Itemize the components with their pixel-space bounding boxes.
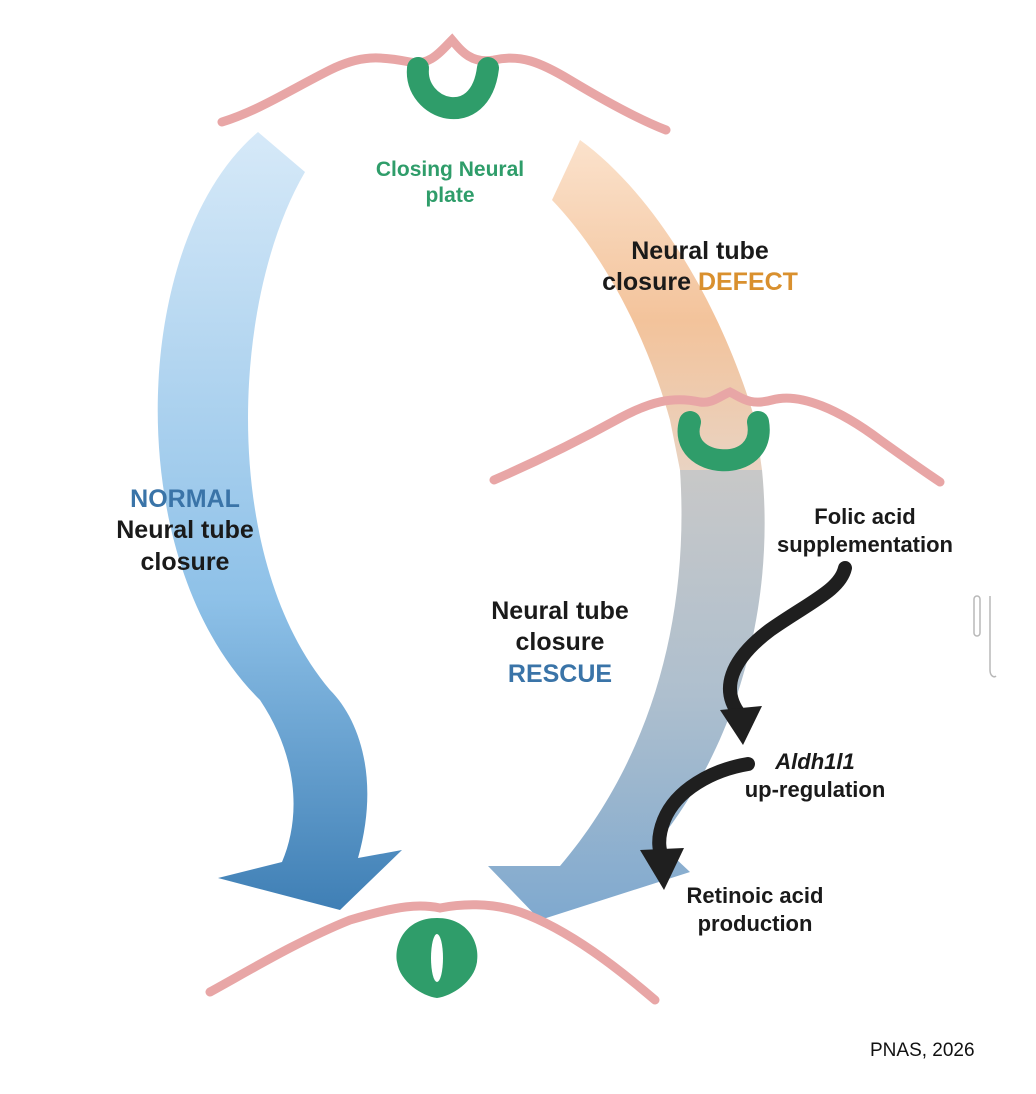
folic-acid-label: Folic acid supplementation <box>745 503 985 558</box>
rescue-arrow <box>488 470 765 920</box>
aldh1l1-label: Aldh1l1 up-regulation <box>700 748 930 803</box>
normal-line-3: closure <box>140 547 230 576</box>
defect-line-2-prefix: closure <box>602 268 698 297</box>
normal-closure-arrow <box>157 132 402 910</box>
normal-label: NORMAL Neural tube closure <box>70 484 300 578</box>
closed-neural-tube <box>396 918 478 998</box>
defect-arrow <box>552 140 762 470</box>
folic-line-1: Folic acid <box>814 504 916 529</box>
rescue-line-1: Neural tube <box>491 597 629 625</box>
rescue-label: Neural tube closure RESCUE <box>435 596 685 690</box>
middle-ectoderm <box>489 387 945 487</box>
rescue-highlight: RESCUE <box>507 659 613 688</box>
normal-line-2: Neural tube <box>116 516 254 545</box>
defect-line-2: closure DEFECT <box>560 267 840 298</box>
aldh-to-retinoic-arrow <box>640 757 755 890</box>
aldh-gene-name: Aldh1l1 <box>775 749 855 774</box>
source-credit: PNAS, 2026 <box>870 1040 975 1061</box>
retinoic-line-1: Retinoic acid <box>686 883 824 908</box>
top-neural-plate <box>406 57 499 120</box>
normal-highlight: NORMAL <box>130 485 240 513</box>
closing-line-2: plate <box>425 184 475 208</box>
top-ectoderm <box>217 33 671 135</box>
closing-line-1: Closing Neural <box>375 158 525 181</box>
middle-neural-plate <box>677 411 770 472</box>
bottom-ectoderm <box>205 900 660 1005</box>
folic-line-2: supplementation <box>776 531 953 557</box>
folic-to-aldh-arrow <box>720 561 852 745</box>
retinoic-acid-label: Retinoic acid production <box>640 882 870 937</box>
aldh-line-2: up-regulation <box>744 776 886 802</box>
closing-neural-plate-label: Closing Neural plate <box>330 157 570 210</box>
defect-highlight: DEFECT <box>697 268 798 297</box>
retinoic-line-2: production <box>697 910 813 936</box>
defect-line-1: Neural tube <box>631 237 769 265</box>
defect-label: Neural tube closure DEFECT <box>560 236 840 299</box>
edge-artifact <box>973 595 997 678</box>
rescue-line-2: closure <box>515 628 605 657</box>
